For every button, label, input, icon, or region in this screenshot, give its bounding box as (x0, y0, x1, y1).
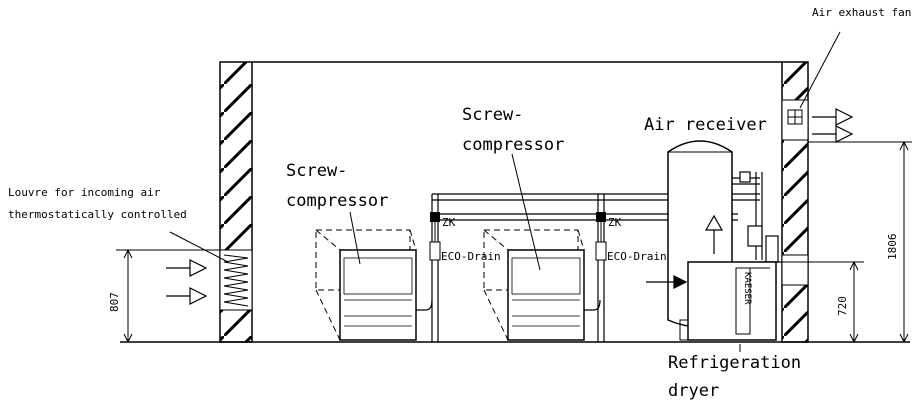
dimension-720-value: 720 (836, 296, 849, 316)
right-wall (781, 61, 809, 343)
air-receiver-label: Air receiver (644, 115, 767, 135)
dimension-1806-value: 1806 (886, 234, 899, 261)
refrigeration-dryer-label-line2: dryer (668, 381, 719, 401)
zk-label-1: ZK (442, 216, 456, 229)
eco-drain-1-icon (429, 212, 441, 261)
dryer-inlet-arrow (646, 275, 688, 289)
louvre-label-line2: thermostatically controlled (8, 208, 187, 221)
air-exhaust-fan-label: Air exhaust fan (812, 6, 911, 19)
refrigeration-dryer-label-line1: Refrigeration (668, 353, 801, 373)
refrigeration-dryer (687, 261, 777, 341)
compressor2-leader (511, 153, 541, 271)
dimension-1806 (808, 140, 912, 344)
louvre-label-line1: Louvre for incoming air (8, 186, 161, 199)
eco-drain-2-icon (595, 212, 607, 261)
airflow-up-arrow (704, 214, 724, 254)
eco-drain-label-2: ECO-Drain (607, 250, 667, 263)
screw-compressor-2-label-line1: Screw- (462, 105, 523, 125)
screw-compressor-1-label-line2: compressor (286, 191, 388, 211)
dimension-720 (776, 260, 864, 344)
screw-compressor-2 (483, 229, 585, 341)
exhaust-fan-icon (787, 109, 803, 125)
dimension-807-value: 807 (108, 292, 121, 312)
louvre-icon (223, 254, 249, 307)
screw-compressor-2-label-line2: compressor (462, 135, 564, 155)
left-wall (219, 61, 253, 343)
screw-compressor-1 (315, 229, 417, 341)
compressor1-leader (349, 211, 361, 265)
receiver-piping (732, 171, 782, 263)
zk-label-2: ZK (608, 216, 622, 229)
eco-drain-label-1: ECO-Drain (441, 250, 501, 263)
screw-compressor-1-label-line1: Screw- (286, 161, 347, 181)
dimension-807 (116, 248, 222, 344)
exhaust-arrows (812, 108, 854, 143)
kaeser-logo: KAESER (742, 272, 752, 305)
incoming-air-arrows (166, 259, 208, 305)
